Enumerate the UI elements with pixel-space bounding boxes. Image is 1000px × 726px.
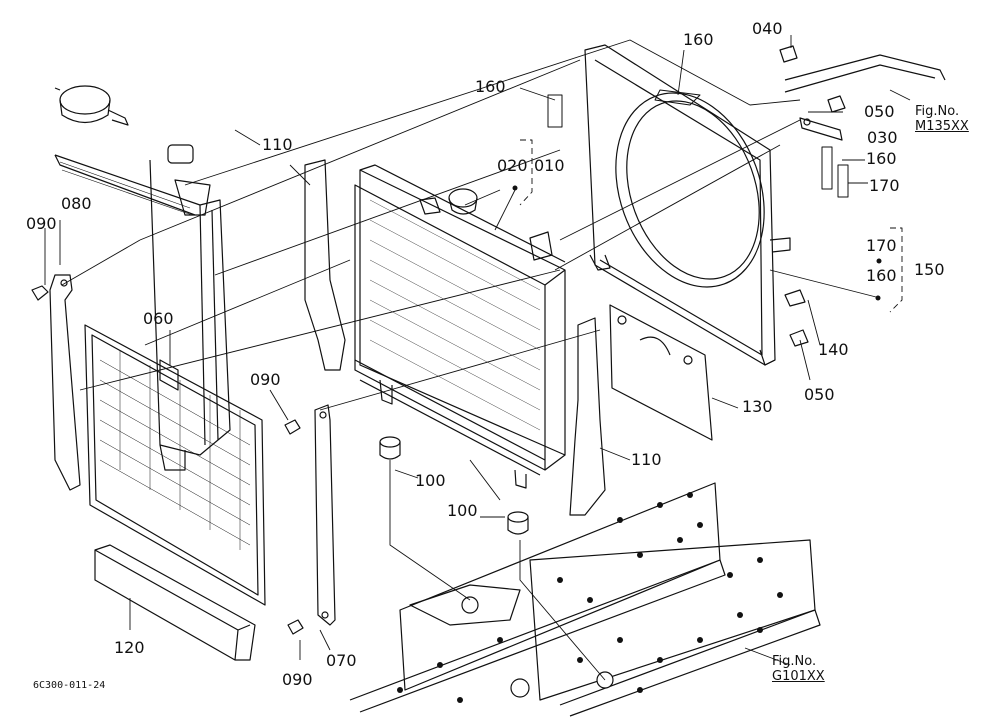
part-label-100-left[interactable]: 100 [415,471,446,490]
lower-baffle [94,544,256,661]
part-label-160-group[interactable]: 160 [866,266,897,285]
rear-radiator [54,144,231,471]
figure-ref-prefix: Fig.No. [915,104,960,119]
part-label-020[interactable]: 020 [497,156,528,175]
part-label-090-left[interactable]: 090 [26,214,57,233]
leader-lines [44,35,911,681]
frame-rails [349,482,821,717]
side-seal-left [304,159,346,371]
part-label-090-center[interactable]: 090 [250,370,281,389]
part-label-120[interactable]: 120 [114,638,145,657]
part-label-160-right[interactable]: 160 [866,149,897,168]
rubber-mounts [379,436,529,535]
side-seal-right [569,317,606,516]
figure-ref-number: M135XX [915,119,969,134]
callout-dots [512,185,882,301]
screen-mesh [84,324,266,606]
bracket-center [314,404,336,626]
figure-ref-prefix: Fig.No. [772,654,817,669]
radiator-cap [54,85,129,126]
part-label-160-left[interactable]: 160 [475,77,506,96]
fan-shroud [584,44,791,366]
part-label-080[interactable]: 080 [61,194,92,213]
part-label-030[interactable]: 030 [867,128,898,147]
figure-ref-g101[interactable]: Fig.No. G101XX [772,654,825,684]
main-radiator [354,164,566,489]
drawing-code: 6C300-011-24 [33,680,106,691]
part-label-010[interactable]: 010 [534,156,565,175]
part-label-110-right[interactable]: 110 [631,450,662,469]
part-label-090-bottom[interactable]: 090 [282,670,313,689]
part-label-060[interactable]: 060 [143,309,174,328]
bolts [31,45,846,635]
part-label-100-right[interactable]: 100 [447,501,478,520]
part-label-070[interactable]: 070 [326,651,357,670]
figure-ref-m135[interactable]: Fig.No. M135XX [915,104,969,134]
part-label-050-upper[interactable]: 050 [864,102,895,121]
part-label-160-top[interactable]: 160 [683,30,714,49]
part-label-050-lower[interactable]: 050 [804,385,835,404]
part-label-150[interactable]: 150 [914,260,945,279]
figure-ref-number: G101XX [772,669,825,684]
stay-bracket [784,54,946,141]
part-label-040[interactable]: 040 [752,19,783,38]
part-label-170-group[interactable]: 170 [866,236,897,255]
seal-strips [547,89,849,198]
part-label-130[interactable]: 130 [742,397,773,416]
bracket-left [49,274,81,491]
part-label-140[interactable]: 140 [818,340,849,359]
shroud-panel [609,304,713,441]
part-label-170-right[interactable]: 170 [869,176,900,195]
part-label-110-left[interactable]: 110 [262,135,293,154]
dashed-brackets [519,139,903,313]
